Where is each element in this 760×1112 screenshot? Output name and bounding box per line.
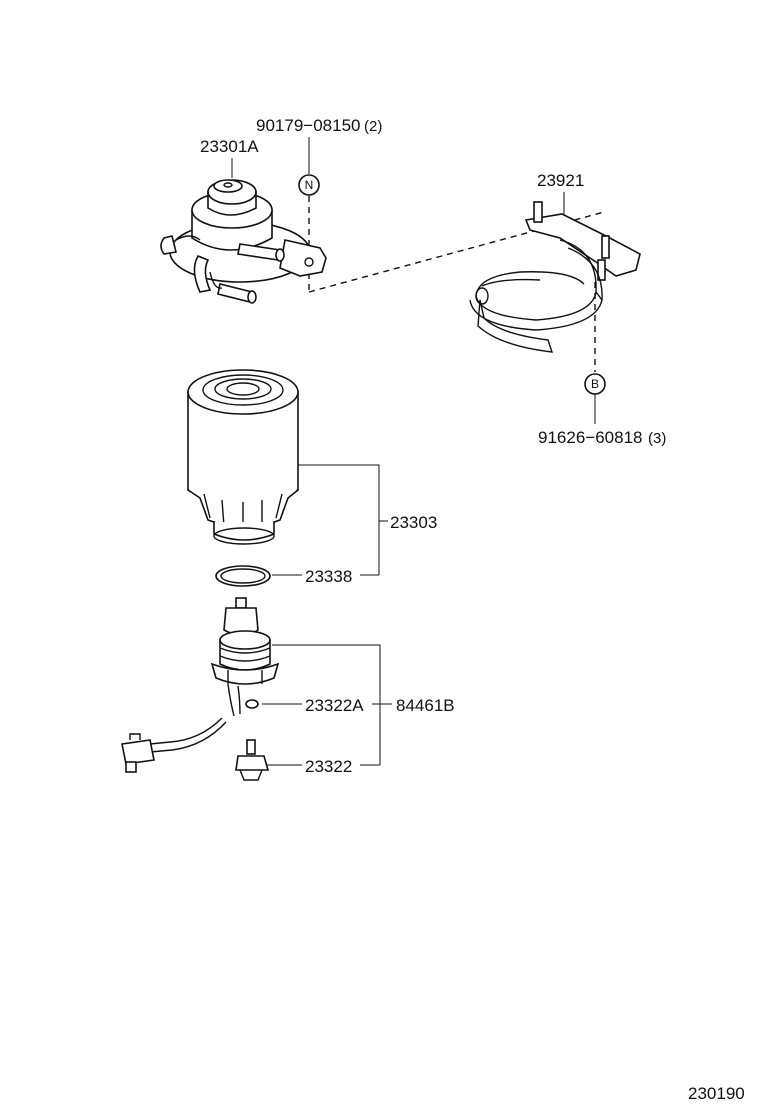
label-bolt-b: 91626−60818	[538, 428, 642, 447]
label-sensor-kit: 84461B	[396, 696, 455, 715]
label-bracket: 23921	[537, 171, 584, 190]
drain-plug-part	[235, 739, 270, 781]
filter-head-part	[160, 179, 327, 304]
label-bolt-n: 90179−08150	[256, 116, 360, 135]
filter-element-part	[187, 369, 299, 545]
label-oring: 23322A	[305, 696, 364, 715]
label-bolt-n-qty: (2)	[364, 118, 382, 135]
label-bolt-b-qty: (3)	[648, 430, 666, 447]
marker-b-letter: B	[591, 377, 599, 391]
label-element: 23303	[390, 513, 437, 532]
leader-bracket-element	[298, 464, 380, 575]
label-gasket: 23338	[305, 567, 352, 586]
water-sensor-part	[121, 597, 280, 773]
marker-n-letter: N	[305, 178, 314, 192]
bracket-part	[469, 201, 641, 353]
label-drain-plug: 23322	[305, 757, 352, 776]
leader-bracket-sensor	[272, 644, 381, 765]
marker-n-circle	[298, 174, 320, 196]
oring-part	[245, 699, 259, 709]
label-filter-head: 23301A	[200, 137, 259, 156]
diagram-code: 230190	[688, 1084, 745, 1103]
gasket-inner	[220, 568, 266, 584]
